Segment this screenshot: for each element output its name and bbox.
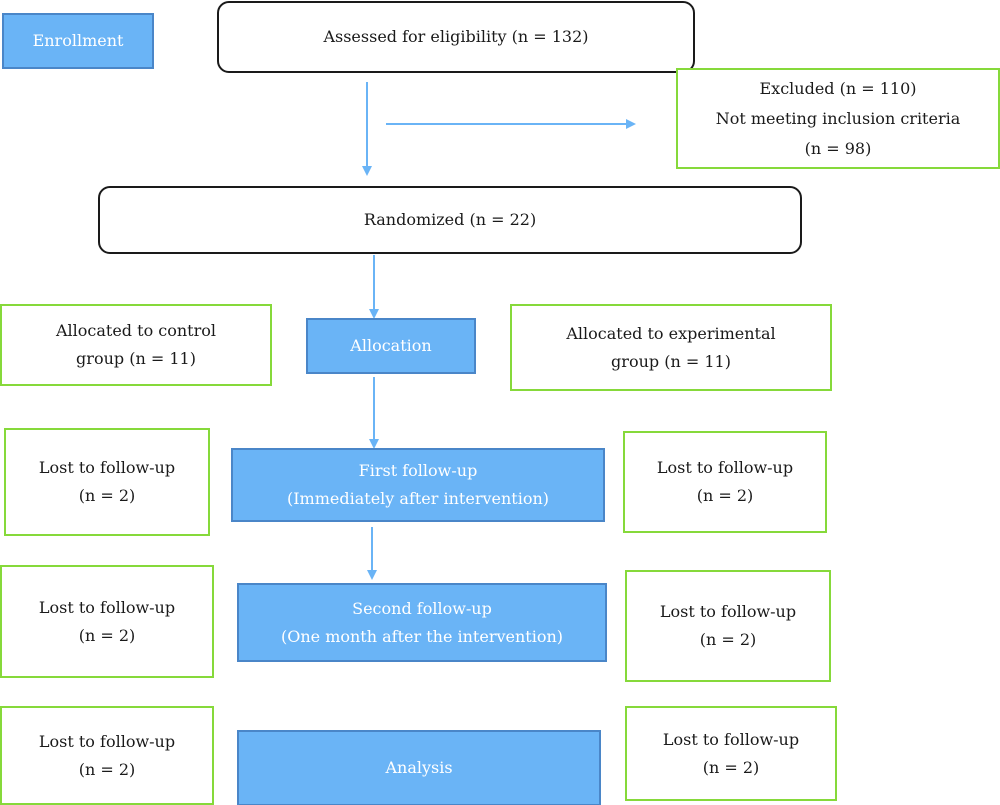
experimental-lost-analysis-count: (n = 2) xyxy=(702,757,760,777)
assessed-box: Assessed for eligibility (n = 132) xyxy=(217,1,695,73)
first-follow-up-subtitle: (Immediately after intervention) xyxy=(286,489,549,508)
control-allocated-line2: group (n = 11) xyxy=(76,349,196,368)
experimental-lost-analysis-box: Lost to follow-up (n = 2) xyxy=(625,706,837,801)
experimental-lost-first-box: Lost to follow-up (n = 2) xyxy=(623,431,827,533)
control-lost-first-count: (n = 2) xyxy=(78,486,136,505)
control-lost-first-box: Lost to follow-up (n = 2) xyxy=(4,428,210,536)
excluded-count: Excluded (n = 110) xyxy=(759,78,917,98)
analysis-stage: Analysis xyxy=(237,730,601,805)
experimental-lost-second-box: Lost to follow-up (n = 2) xyxy=(625,570,831,682)
analysis-label: Analysis xyxy=(385,758,453,777)
allocation-label: Allocation xyxy=(350,336,432,355)
experimental-lost-second-label: Lost to follow-up xyxy=(659,602,797,621)
control-lost-analysis-count: (n = 2) xyxy=(78,759,136,779)
second-follow-up-title: Second follow-up xyxy=(352,598,492,618)
experimental-allocated-line2: group (n = 11) xyxy=(611,351,731,371)
control-lost-first-label: Lost to follow-up xyxy=(38,458,176,477)
excluded-reason: Not meeting inclusion criteria xyxy=(715,108,961,128)
experimental-lost-analysis-label: Lost to follow-up xyxy=(662,729,800,749)
experimental-lost-first-count: (n = 2) xyxy=(696,486,754,505)
control-allocated-line1: Allocated to control xyxy=(55,321,217,340)
experimental-allocated-line1: Allocated to experimental xyxy=(566,323,776,343)
control-allocated-box: Allocated to control group (n = 11) xyxy=(0,304,272,386)
assessed-text: Assessed for eligibility (n = 132) xyxy=(323,27,589,46)
excluded-reason-count: (n = 98) xyxy=(804,138,872,158)
control-lost-second-box: Lost to follow-up (n = 2) xyxy=(0,565,214,678)
enrollment-label: Enrollment xyxy=(32,31,124,50)
randomized-box: Randomized (n = 22) xyxy=(98,186,802,254)
second-follow-up-subtitle: (One month after the intervention) xyxy=(280,626,564,646)
excluded-box: Excluded (n = 110) Not meeting inclusion… xyxy=(676,68,1000,169)
enrollment-stage: Enrollment xyxy=(2,13,154,69)
allocation-stage: Allocation xyxy=(306,318,476,374)
control-lost-analysis-box: Lost to follow-up (n = 2) xyxy=(0,706,214,805)
randomized-text: Randomized (n = 22) xyxy=(363,210,537,229)
experimental-lost-second-count: (n = 2) xyxy=(699,630,757,649)
control-lost-second-count: (n = 2) xyxy=(78,625,136,645)
second-follow-up-stage: Second follow-up (One month after the in… xyxy=(237,583,607,662)
first-follow-up-stage: First follow-up (Immediately after inter… xyxy=(231,448,605,522)
first-follow-up-title: First follow-up xyxy=(358,461,478,480)
control-lost-second-label: Lost to follow-up xyxy=(38,597,176,617)
experimental-lost-first-label: Lost to follow-up xyxy=(656,458,794,477)
experimental-allocated-box: Allocated to experimental group (n = 11) xyxy=(510,304,832,391)
control-lost-analysis-label: Lost to follow-up xyxy=(38,731,176,751)
